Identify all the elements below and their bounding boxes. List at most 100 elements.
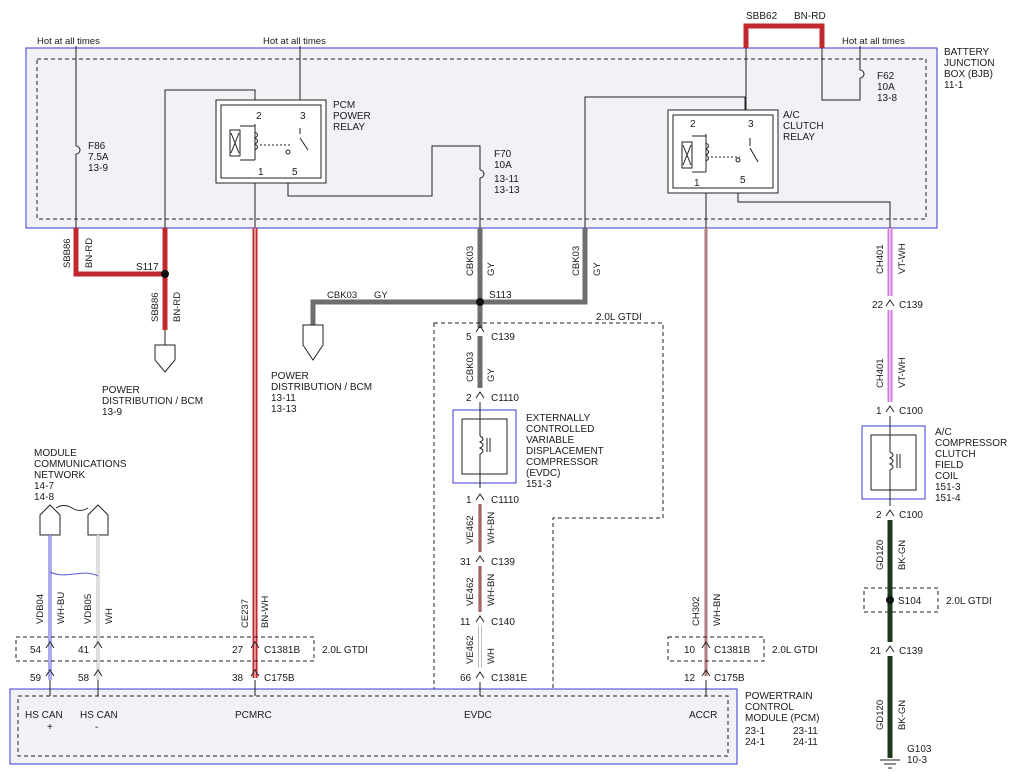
sbb86a-color: BN-RD [84,238,95,268]
ac-relay-pin-5: 5 [740,175,746,186]
ac-relay-label-3: RELAY [783,132,815,143]
pcm-relay-switch-icon [299,137,309,151]
c1381e-66-name: C1381E [491,673,527,684]
c140-11-name: C140 [491,617,515,628]
bjb-label-2: JUNCTION [944,58,995,69]
pcm-ref-3: 24-1 [745,737,765,748]
pcm-pin-evdc: EVDC [464,710,492,721]
power-dist-2-l1: POWER [271,371,309,382]
acc-l4: FIELD [935,460,963,471]
ch401a-circuit: CH401 [875,244,886,274]
power-dist-2-connector-icon [302,324,324,361]
fuse-f62-name: F62 [877,71,895,82]
ac-relay-inner [672,114,774,189]
sbb86-wire-a [73,228,168,277]
sbb86b-circuit: SBB86 [150,292,161,322]
c1381e-66-pin: 66 [460,673,472,684]
pcm-pin-accr: ACCR [689,710,717,721]
c175b-name: C175B [264,673,295,684]
pcm-pin-pcmrc: PCMRC [235,710,272,721]
ac-relay-contact-b [735,157,741,163]
ac-relay-label-1: A/C [783,110,800,121]
ch302-circuit: CH302 [691,596,702,626]
c100-1-pin: 1 [876,406,882,417]
fuse-f70-ref2: 13-13 [494,185,520,196]
c175b-pin59-icon [45,669,55,677]
cbk03-left-color: GY [374,290,388,301]
pcm-relay-resistor-icon [230,132,240,154]
c139-5-pin: 5 [466,332,472,343]
c1381b-pin10-icon [701,641,711,649]
c1381b-right-name: C1381B [714,645,750,656]
acc-l3: CLUTCH [935,449,976,460]
power-dist-1-l3: 13-9 [102,407,122,418]
ground-name: G103 [907,744,932,755]
fuse-f86-ref: 13-9 [88,163,108,174]
ac-relay-pin-3: 3 [748,119,754,130]
splice-s117 [161,270,169,278]
mcn-l3: NETWORK [34,470,85,481]
pcm-relay-label-2: POWER [333,111,371,122]
sbb62-color: BN-RD [794,11,826,22]
ac-relay-diode [681,141,693,169]
pcm-pin-hscan1-sign: + [47,722,53,733]
power-dist-2-l3: 13-11 [271,393,296,404]
bjb-label-1: BATTERY [944,47,990,58]
cbk03-down-color: GY [486,368,497,382]
acc-l7: 151-4 [935,493,961,504]
ac-relay-coil-icon [705,142,709,162]
gd120b-circuit: GD120 [875,700,886,730]
c100-1-name: C100 [899,406,923,417]
c1110-2-name: C1110 [491,393,519,404]
mcn-connector-b-icon [87,504,109,536]
c140-11-icon [475,615,485,623]
gd120a-color: BK-GN [897,540,908,570]
pcm-ref-2: 23-11 [793,726,818,737]
fuse-f86-rating: 7.5A [88,152,109,163]
ch401b-color: VT-WH [897,357,908,388]
c139-31-name: C139 [491,557,515,568]
bjb-box [25,47,938,229]
ch401a-color: VT-WH [897,243,908,274]
ch302-color: WH-BN [712,594,723,626]
ce237-circuit: CE237 [240,599,251,628]
c139-22-name: C139 [899,300,923,311]
pcm-relay-contact-b [285,149,291,155]
c1381b-left-region [15,636,315,662]
ac-relay-box [667,109,779,194]
fuse-f70-icon [479,169,485,179]
gd120b-color: BK-GN [897,700,908,730]
c175b-pin-c: 38 [232,673,244,684]
ground-icon [880,759,900,769]
c1381e-66-icon [475,671,485,679]
evdc-l7: 151-3 [526,479,552,490]
fuse-f70-name: F70 [494,149,512,160]
mcn-l4: 14-7 [34,481,54,492]
sbb62-circuit: SBB62 [746,11,778,22]
mcn-twist-icon [55,505,89,511]
c139-22-pin: 22 [872,300,884,311]
pcm-relay-pin-5: 5 [292,167,298,178]
cbk03-right-circuit: CBK03 [571,246,582,276]
pcm-relay-label-1: PCM [333,100,355,111]
c139-5-icon [475,325,485,333]
power-dist-1-l2: DISTRIBUTION / BCM [102,396,203,407]
c1381b-pin54-icon [45,641,55,649]
ac-relay-resistor-icon [682,144,692,166]
c175b-pin-b: 58 [78,673,90,684]
c1110-2-icon [475,391,485,399]
c100-2-name: C100 [899,510,923,521]
s104-gtdi-label: 2.0L GTDI [946,596,992,607]
acc-l6: 151-3 [935,482,961,493]
s104-gtdi-region [863,587,939,613]
pcm-title-1: POWERTRAIN [745,691,813,702]
ve462a-color: WH-BN [486,512,497,544]
c1381b-left-name: C1381B [264,645,300,656]
ve462b-circuit: VE462 [465,577,476,606]
vdb05-color: WH [104,608,115,624]
pcm-relay-coil-icon [254,131,258,151]
c139-5-name: C139 [491,332,515,343]
mcn-l1: MODULE [34,448,77,459]
sbb86b-color: BN-RD [172,292,183,322]
